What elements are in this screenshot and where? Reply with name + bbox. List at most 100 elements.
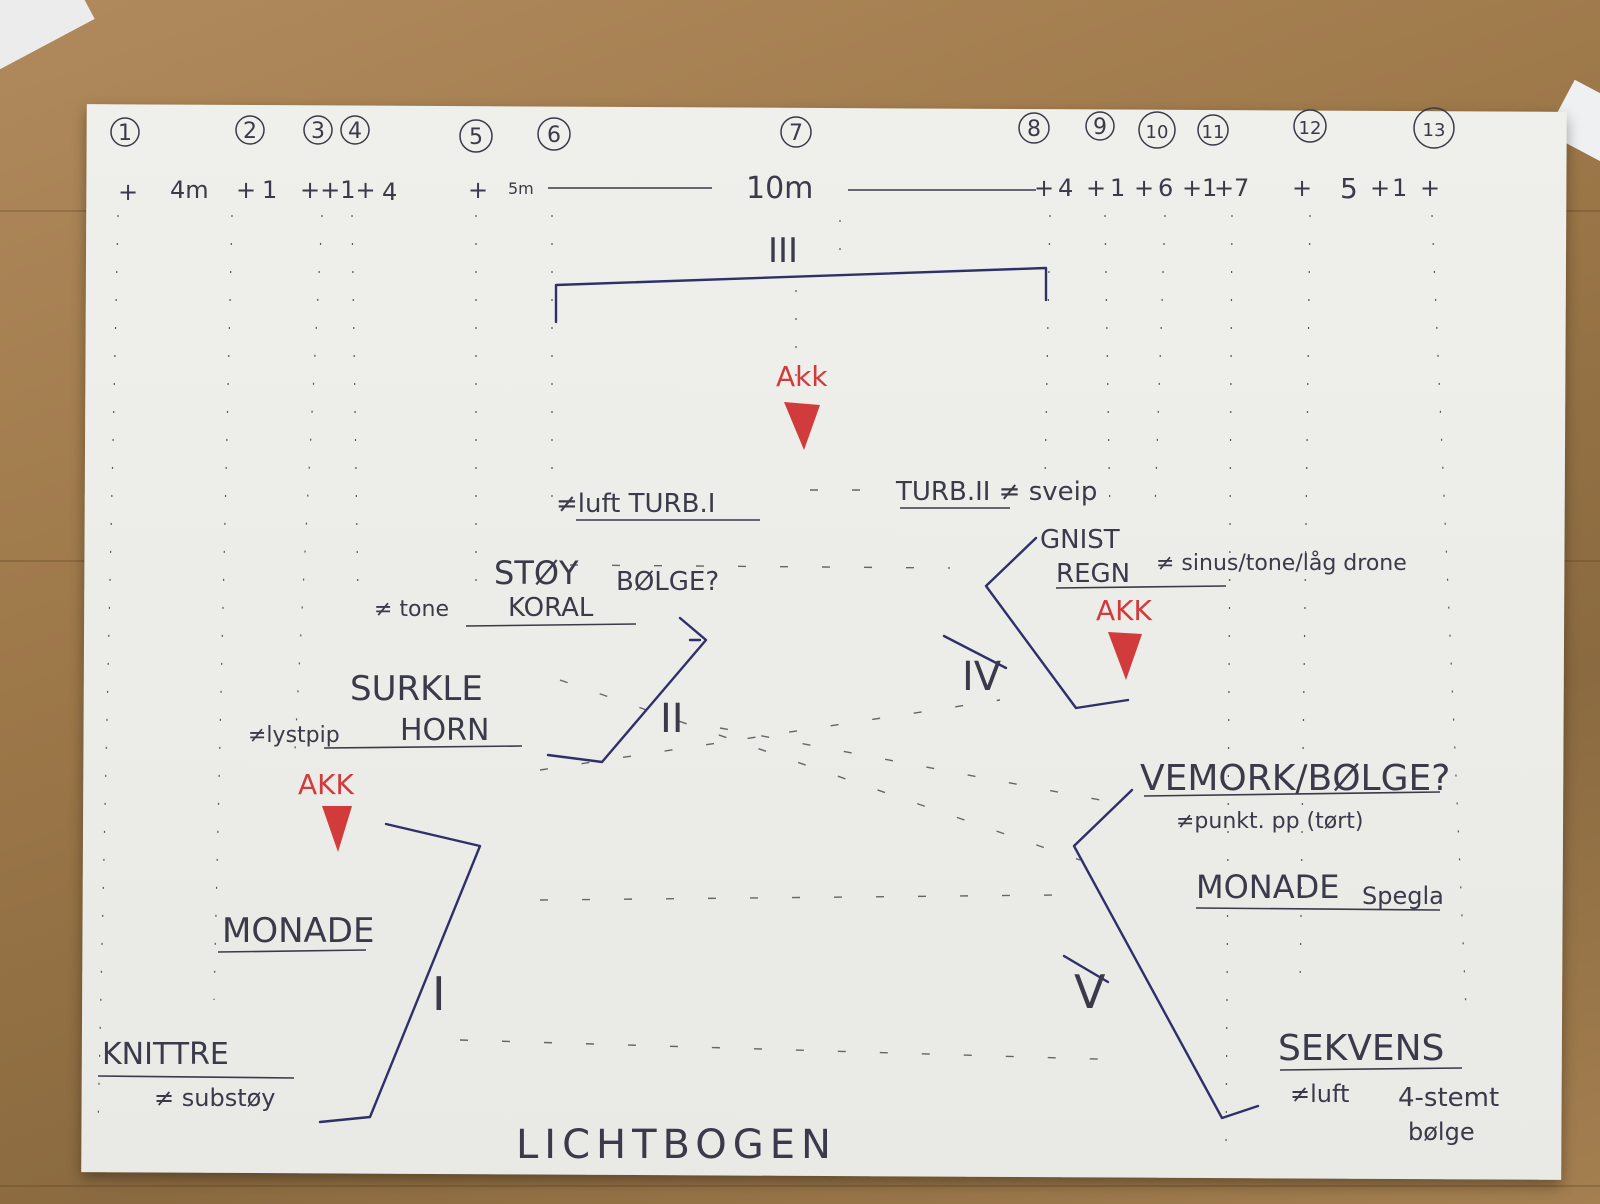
svg-text:3: 3 [311,119,325,144]
column-marker-2: 2 [235,115,265,145]
ruler-value: 1 [1392,174,1407,202]
svg-text:12: 12 [1299,118,1322,139]
ruler-tick: + [1086,174,1106,202]
section-mark-bottom-right: V [1074,965,1106,1019]
svg-text:10: 10 [1146,122,1169,143]
right-lower-tick [1062,954,1110,984]
svg-text:2: 2 [243,119,257,144]
column-marker-4: 4 [340,115,370,145]
column-marker-3: 3 [303,115,333,145]
column-marker-11: 11 [1197,114,1229,146]
label-lystpip: ≠lystpip [248,723,340,748]
ruler-tick: + [1034,174,1054,202]
akk-label-top: Akk [776,360,828,393]
svg-text:5: 5 [469,125,483,150]
ruler-tick: + [1370,174,1390,202]
ruler-value: 1 [1110,174,1125,202]
ruler-value: 1 [1202,174,1217,202]
top-bracket [554,266,1048,324]
ruler-tick: + [1292,174,1312,202]
label-turb1: ≠luft TURB.I [556,489,715,519]
label-stoy: STØY [494,554,579,592]
column-marker-8: 8 [1018,112,1050,144]
label-gnist: GNIST [1040,525,1120,555]
section-marks: III II IV I V [432,231,1106,1021]
right-lower-path [1072,788,1260,1120]
akk-cone-top [784,402,820,450]
section-mark-left: II [660,696,684,742]
ruler-tick: + [1134,174,1154,202]
column-marker-10: 10 [1138,111,1176,149]
column-guides [97,214,1467,1151]
label-monade-spegla: MONADE [1196,868,1339,906]
ruler-tick: + [118,178,138,206]
svg-text:9: 9 [1093,115,1107,140]
svg-text:1: 1 [118,121,132,146]
akk-cone-right [1108,632,1142,680]
distance-ruler: + 4m + 1 ++1+ 4 + 5m 10m + 4 + 1 + 6 + 1… [118,171,1440,206]
label-bolge: bølge [1408,1118,1475,1146]
ruler-value: 5 [1340,172,1358,205]
label-regn-note: ≠ sinus/tone/låg drone [1156,550,1407,576]
ruler-center-distance: 10m [746,171,813,206]
akk-label-right: AKK [1096,594,1153,627]
akk-cone-left [322,806,352,852]
svg-text:4: 4 [348,119,362,144]
label-bolge-question: BØLGE? [616,567,719,597]
svg-text:7: 7 [789,121,803,146]
label-punkt-note: ≠punkt. pp (tørt) [1176,809,1363,834]
ruler-tick: + [1182,174,1202,202]
label-regn: REGN [1056,559,1130,589]
svg-text:13: 13 [1423,120,1446,141]
handwritten-labels: ≠luft TURB.I TURB.II ≠ sveip GNIST REGN … [97,477,1499,1168]
ruler-tick: ++1+ [300,176,376,204]
ruler-value: 1 [262,176,277,204]
label-tone-note: ≠ tone [374,597,449,622]
ruler-left-distance: 4m [170,176,209,204]
left-upper-path [546,616,708,764]
label-horn: HORN [400,713,489,748]
ruler-value: 4 [1058,174,1073,202]
label-sekvens: SEKVENS [1278,1028,1444,1069]
column-marker-5: 5 [459,119,493,153]
sketch-title: LICHTBOGEN [516,1122,837,1168]
ruler-tick: + [468,176,488,204]
wood-grain [0,1185,1600,1187]
ruler-value: 4 [382,178,397,206]
akk-label-left: AKK [298,768,355,801]
right-tick [942,634,1008,670]
label-knittre: KNITTRE [102,1037,229,1072]
section-mark-right: IV [962,654,1002,700]
ruler-value: 6 [1158,174,1173,202]
column-marker-9: 9 [1085,111,1115,141]
section-mark-bottom-left: I [432,967,446,1021]
column-marker-1: 1 [110,117,140,147]
ruler-value: 7 [1234,174,1249,202]
label-4-stemt: 4-stemt [1398,1083,1499,1113]
left-lower-path [318,822,482,1124]
ruler-tick: + [1420,174,1440,202]
right-upper-path [984,536,1130,710]
ruler-tick: + [1214,174,1234,202]
svg-text:11: 11 [1202,122,1225,143]
akk-markers: Akk AKK AKK [298,360,1153,852]
column-markers: 1 2 3 4 5 6 7 8 9 10 11 12 13 [110,107,1455,153]
section-mark-top: III [768,231,798,271]
label-koral: KORAL [508,593,594,623]
column-marker-7: 7 [780,116,812,148]
column-marker-13: 13 [1413,107,1455,149]
label-spegla: Spegla [1362,882,1444,910]
label-monade: MONADE [222,911,374,951]
column-marker-6: 6 [537,117,571,151]
svg-text:6: 6 [547,123,561,148]
label-turb2: TURB.II ≠ sveip [895,477,1097,507]
column-marker-12: 12 [1293,109,1327,143]
svg-text:8: 8 [1027,117,1041,142]
ruler-tick: + [236,176,256,204]
label-surkle: SURKLE [350,669,483,709]
ink-structure [318,266,1260,1124]
label-luft: ≠luft [1290,1080,1349,1108]
ruler-small-distance: 5m [508,179,534,198]
label-substoy: ≠ substøy [154,1084,276,1112]
